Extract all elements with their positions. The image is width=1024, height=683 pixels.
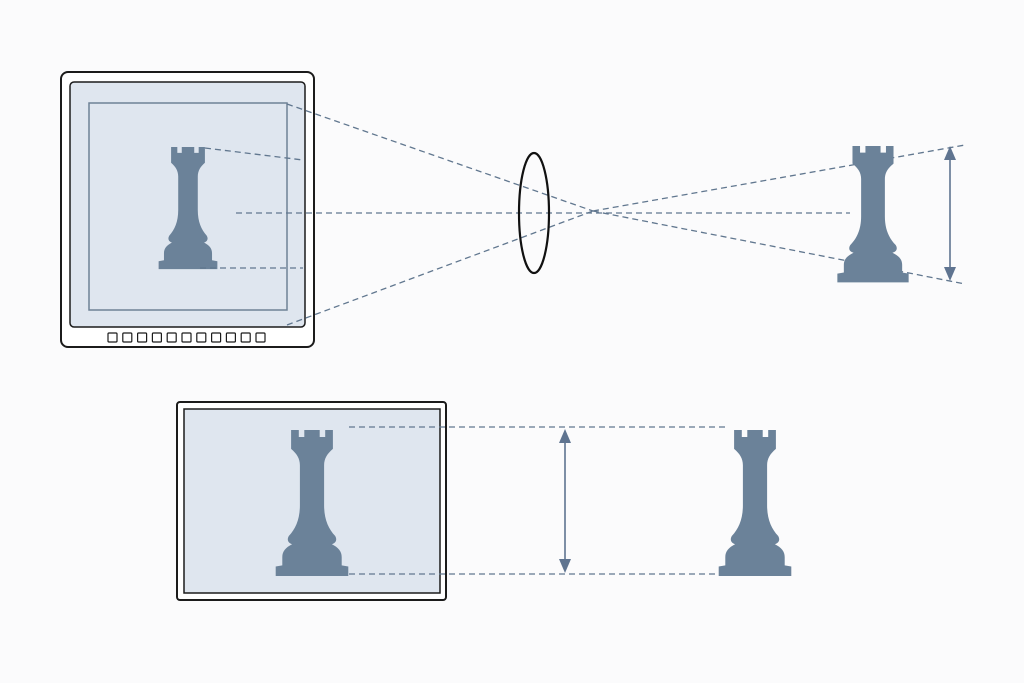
ray-rook-top	[204, 147, 304, 161]
display-height-arrow	[559, 429, 571, 573]
chess-rook-icon	[718, 430, 792, 576]
camera-port	[137, 332, 148, 343]
camera-port	[107, 332, 118, 343]
ray-lower-outer	[286, 210, 594, 326]
ray-lower-image	[592, 210, 966, 285]
chess-rook-icon	[837, 146, 909, 283]
camera-port	[122, 332, 133, 343]
sensor-area	[88, 102, 288, 311]
height-guides	[349, 426, 725, 575]
projection-rays	[200, 103, 966, 326]
camera-port-row	[107, 332, 266, 343]
ray-upper-image	[592, 144, 966, 212]
ray-upper-outer	[286, 103, 594, 212]
lens-icon	[517, 151, 551, 275]
camera-port	[255, 332, 266, 343]
camera-port	[181, 332, 192, 343]
camera-port	[225, 332, 236, 343]
camera-port	[196, 332, 207, 343]
camera-port	[211, 332, 222, 343]
camera-port	[151, 332, 162, 343]
camera-port	[240, 332, 251, 343]
object-height-arrow	[944, 146, 956, 281]
camera-port	[166, 332, 177, 343]
